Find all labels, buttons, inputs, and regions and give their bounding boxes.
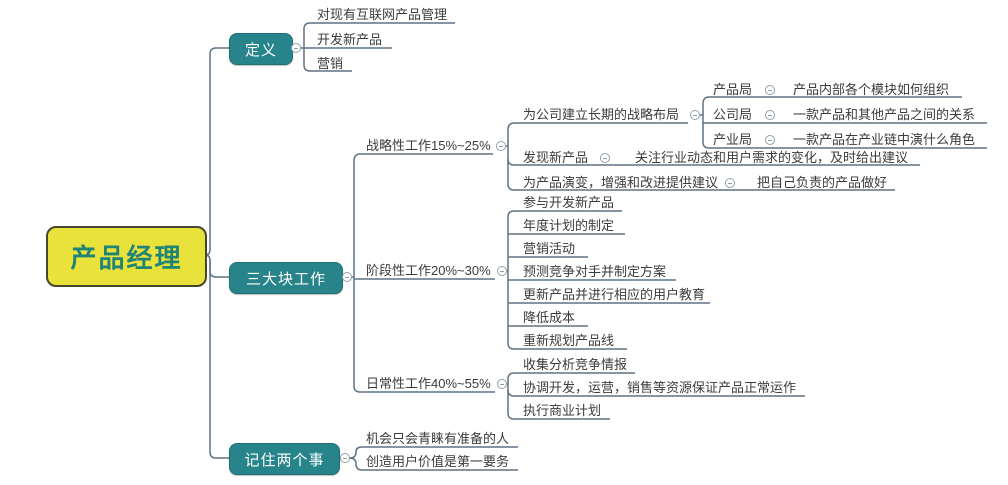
topic-strategic-work[interactable]: 战略性工作15%~25% — [366, 138, 491, 153]
topic-long-term-strategy[interactable]: 为公司建立长期的战略布局 — [523, 107, 680, 122]
collapse-toggle-icon[interactable] — [600, 153, 610, 163]
topic-annual-plan[interactable]: 年度计划的制定 — [523, 218, 615, 233]
collapse-toggle-icon[interactable] — [690, 110, 700, 120]
topic-replan-product-line[interactable]: 重新规划产品线 — [523, 333, 615, 348]
topic-execute-business-plan[interactable]: 执行商业计划 — [523, 403, 602, 418]
branch-definition[interactable]: 定义 — [229, 33, 293, 65]
branch-remember-two-things-label: 记住两个事 — [244, 451, 325, 469]
collapse-toggle-icon[interactable] — [765, 85, 775, 95]
collapse-toggle-icon[interactable] — [342, 272, 352, 282]
topic-develop-new-products[interactable]: 开发新产品 — [317, 32, 383, 47]
topic-update-product-user-education[interactable]: 更新产品并进行相应的用户教育 — [523, 287, 706, 302]
collapse-toggle-icon[interactable] — [496, 141, 506, 151]
topic-join-new-product-dev[interactable]: 参与开发新产品 — [523, 195, 615, 210]
branch-three-work-areas[interactable]: 三大块工作 — [229, 262, 343, 294]
topic-marketing-activities[interactable]: 营销活动 — [523, 241, 576, 256]
topic-opportunity-favors-prepared[interactable]: 机会只会青睐有准备的人 — [366, 431, 510, 446]
topic-company-level[interactable]: 公司局 — [713, 107, 753, 122]
root-connectors — [203, 47, 229, 459]
root-topic-label: 产品经理 — [70, 243, 183, 273]
collapse-toggle-icon[interactable] — [765, 110, 775, 120]
topic-industry-level-desc[interactable]: 一款产品在产业链中演什么角色 — [793, 132, 976, 147]
topic-predict-competitors[interactable]: 预测竞争对手并制定方案 — [523, 264, 667, 279]
topic-product-evolution-advice-desc[interactable]: 把自己负责的产品做好 — [757, 175, 888, 190]
collapse-toggle-icon[interactable] — [497, 379, 507, 389]
topic-phase-work[interactable]: 阶段性工作20%~30% — [366, 263, 491, 278]
topic-manage-existing-internet-products[interactable]: 对现有互联网产品管理 — [317, 7, 448, 22]
collapse-toggle-icon[interactable] — [765, 135, 775, 145]
topic-product-level-desc[interactable]: 产品内部各个模块如何组织 — [793, 82, 950, 97]
branch-remember-two-things[interactable]: 记住两个事 — [229, 443, 340, 475]
topic-collect-competitive-intel[interactable]: 收集分析竞争情报 — [523, 357, 628, 372]
root-topic-product-manager[interactable]: 产品经理 — [46, 226, 207, 287]
topic-discover-new-products[interactable]: 发现新产品 — [523, 150, 589, 165]
topic-marketing[interactable]: 营销 — [317, 56, 344, 71]
phase-work-connectors — [507, 210, 710, 350]
topic-company-level-desc[interactable]: 一款产品和其他产品之间的关系 — [793, 107, 976, 122]
topic-daily-work[interactable]: 日常性工作40%~55% — [366, 376, 491, 391]
strategic-work-connectors — [506, 122, 920, 191]
strategy-levels-connectors — [700, 96, 987, 149]
definition-branch-connectors — [291, 22, 455, 72]
topic-industry-level[interactable]: 产业局 — [713, 132, 753, 147]
collapse-toggle-icon[interactable] — [291, 43, 301, 53]
topic-coordinate-resources[interactable]: 协调开发，运营，销售等资源保证产品正常运作 — [523, 380, 797, 395]
topic-product-level[interactable]: 产品局 — [713, 82, 753, 97]
topic-reduce-cost[interactable]: 降低成本 — [523, 310, 576, 325]
daily-work-connectors — [507, 372, 805, 420]
topic-user-value-first[interactable]: 创造用户价值是第一要务 — [366, 454, 510, 469]
branch-three-work-areas-label: 三大块工作 — [245, 270, 326, 288]
topic-discover-new-products-desc[interactable]: 关注行业动态和用户需求的变化，及时给出建议 — [635, 150, 909, 165]
collapse-toggle-icon[interactable] — [497, 266, 507, 276]
branch-definition-label: 定义 — [244, 41, 277, 59]
three-work-areas-connectors — [341, 153, 495, 393]
collapse-toggle-icon[interactable] — [340, 453, 350, 463]
collapse-toggle-icon[interactable] — [725, 178, 735, 188]
topic-product-evolution-advice[interactable]: 为产品演变，增强和改进提供建议 — [523, 175, 719, 190]
